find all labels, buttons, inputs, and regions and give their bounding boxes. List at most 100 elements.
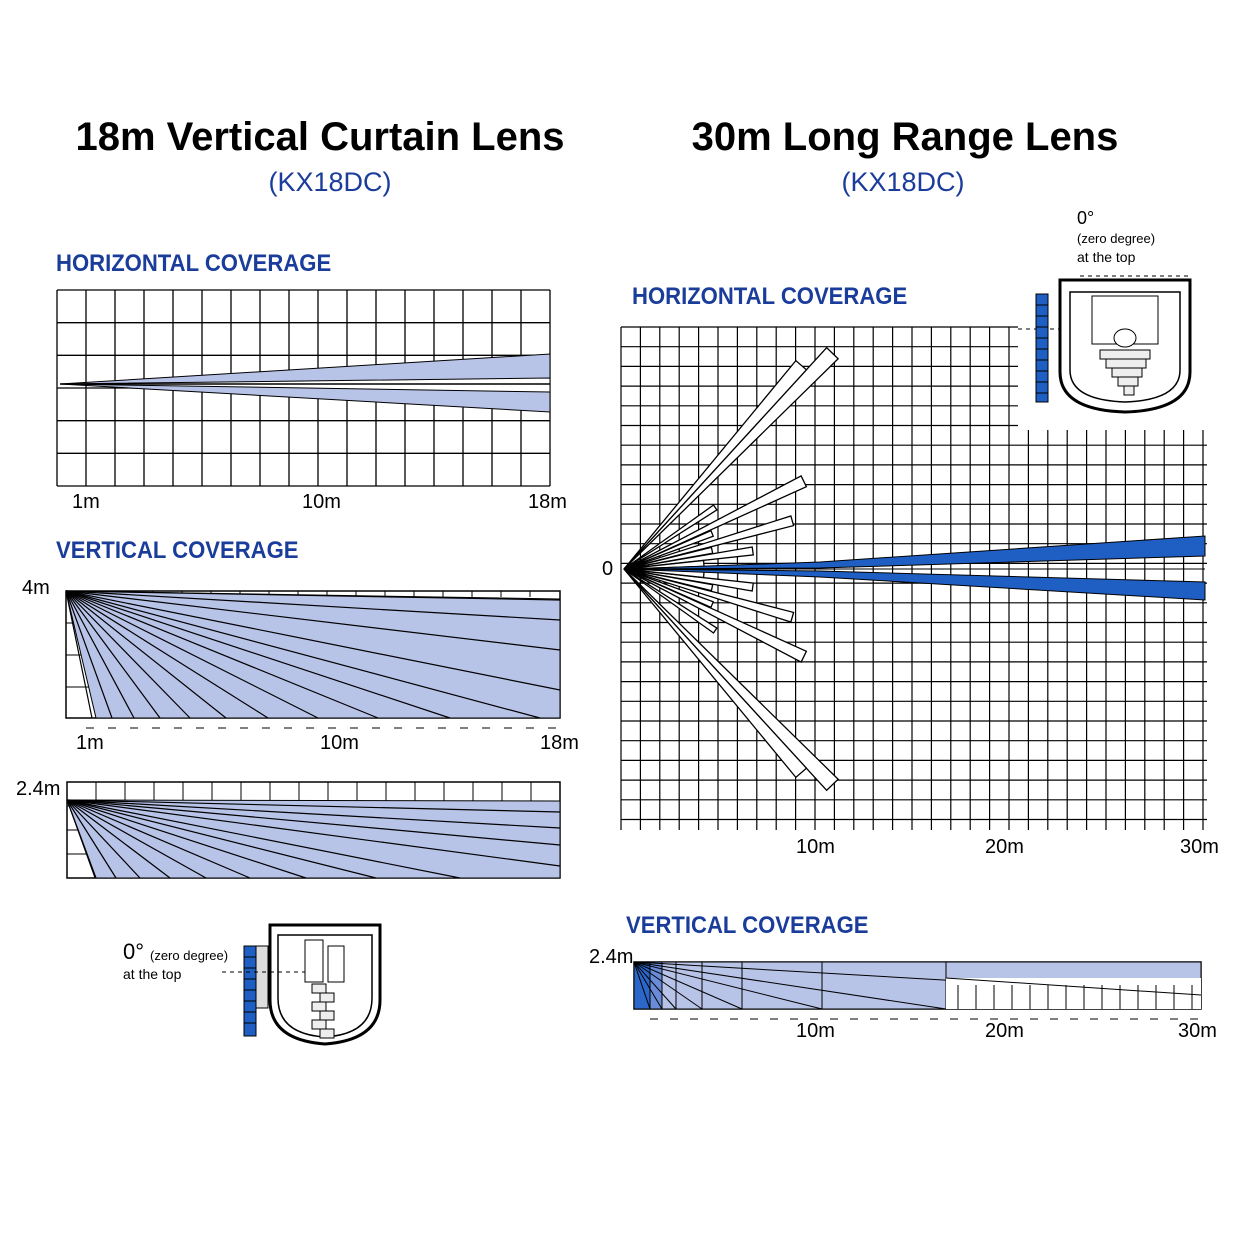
left-v4-ray <box>65 590 191 719</box>
left-title: 18m Vertical Curtain Lens <box>75 115 565 159</box>
left-h-tick-18: 18m <box>528 491 567 513</box>
left-vertical-heading: VERTICAL COVERAGE <box>56 537 299 564</box>
right-h-short-beam-lower <box>623 568 714 592</box>
right-title: 30m Long Range Lens <box>691 115 1119 159</box>
left-v4-ray <box>65 590 113 719</box>
left-mount-angle: 0° <box>123 939 145 964</box>
left-v4-zone <box>65 590 561 719</box>
right-v-far-ray <box>945 977 1202 996</box>
left-v24-ray <box>66 799 97 879</box>
left-v24-zone <box>66 799 561 879</box>
left-v4-ray <box>65 590 561 651</box>
left-v4-ray <box>65 590 227 719</box>
right-h-short-beam-upper <box>623 504 718 570</box>
left-v4-ray <box>65 590 319 719</box>
left-mount-facet <box>319 992 335 1003</box>
right-model: (KX18DC) <box>841 167 965 197</box>
left-v4-ray <box>65 590 561 691</box>
left-v-height-24m: 2.4m <box>16 778 61 800</box>
left-model: (KX18DC) <box>268 167 392 197</box>
left-v4-ray <box>65 590 561 601</box>
left-mount-facet <box>311 1019 327 1030</box>
right-horizontal-heading: HORIZONTAL COVERAGE <box>632 283 908 310</box>
left-v24-ray <box>66 799 561 867</box>
left-v24-ray <box>66 799 251 879</box>
left-h-tick-10: 10m <box>302 491 341 513</box>
right-h-beam-lower <box>623 568 808 779</box>
left-v4-ray <box>65 590 379 719</box>
left-v4-ray <box>65 590 161 719</box>
left-mount-facet <box>311 983 327 994</box>
left-v24-ray <box>66 799 561 846</box>
right-v-ray <box>633 961 703 1010</box>
right-h-short-beam-lower <box>623 568 715 609</box>
right-h-tick-10: 10m <box>796 836 835 858</box>
right-mount-pir <box>1113 328 1137 348</box>
left-horizontal-heading: HORIZONTAL COVERAGE <box>56 250 332 277</box>
left-h-tick-1: 1m <box>72 491 100 513</box>
right-mount-angle: 0° <box>1077 208 1095 228</box>
left-v24-ray <box>66 799 207 879</box>
right-h-zero-label: 0 <box>602 558 614 580</box>
right-mount-strip <box>1035 293 1049 403</box>
left-mount-facet <box>311 1001 327 1012</box>
right-v-ray <box>633 961 743 1010</box>
right-h-long-zone-upper <box>623 535 1206 570</box>
right-v-tick-20: 20m <box>985 1020 1024 1042</box>
left-v4-ray <box>65 590 93 719</box>
left-mount-angle-note: (zero degree) <box>150 948 229 963</box>
left-v24-ray <box>66 799 461 879</box>
right-v-ray <box>633 961 663 1010</box>
right-v-zone-segment <box>741 961 823 1010</box>
left-v24-ray <box>66 799 561 829</box>
left-mount-position: at the top <box>123 966 182 982</box>
right-h-beam-lower <box>623 568 808 663</box>
right-h-beam-upper <box>623 359 808 570</box>
right-h-short-beam-lower <box>623 568 718 634</box>
right-v-ray <box>633 961 651 1010</box>
right-h-tick-30: 30m <box>1180 836 1219 858</box>
left-v24-ray <box>66 799 561 813</box>
right-mount-lens <box>1069 291 1181 403</box>
right-vertical-heading: VERTICAL COVERAGE <box>626 912 869 939</box>
right-h-short-beam-upper <box>623 529 715 570</box>
right-mount-facet <box>1117 376 1139 387</box>
left-v4-ray <box>65 590 269 719</box>
right-h-beam-upper <box>623 515 795 570</box>
left-v24-ray <box>66 799 117 879</box>
left-v4-ray <box>65 590 135 719</box>
left-v-tick-1: 1m <box>76 732 104 754</box>
right-mount-position: at the top <box>1077 249 1136 265</box>
left-mount-facet <box>319 1028 335 1039</box>
left-v4-ray <box>65 590 541 719</box>
left-mount-bracket <box>255 945 269 1009</box>
right-mount-facet <box>1099 349 1151 360</box>
right-v-zone-segment <box>821 961 947 1010</box>
left-v4-ray <box>65 590 561 621</box>
left-v24-ray <box>66 799 141 879</box>
left-mount-sensor-b <box>327 945 345 983</box>
left-h-zone-gap <box>59 377 551 393</box>
left-v-height-4m: 4m <box>22 577 50 599</box>
right-h-short-beam-upper <box>623 546 714 570</box>
right-v-height: 2.4m <box>589 946 634 968</box>
left-v24-ray <box>66 799 377 879</box>
right-h-long-zone-lower <box>623 568 1206 601</box>
left-v4-ray <box>65 590 451 719</box>
right-v-zone-segment <box>701 961 743 1010</box>
right-v-tick-10: 10m <box>796 1020 835 1042</box>
right-mount-facet <box>1123 385 1135 396</box>
right-v-tick-30: 30m <box>1178 1020 1217 1042</box>
right-mount-facet <box>1105 358 1147 369</box>
right-h-beam-upper <box>623 475 808 570</box>
right-h-tick-20: 20m <box>985 836 1024 858</box>
right-v-ray <box>633 961 823 1010</box>
left-v24-ray <box>66 799 307 879</box>
right-v-ray <box>633 961 947 1010</box>
left-v-tick-18: 18m <box>540 732 579 754</box>
right-h-beam-lower <box>623 568 795 623</box>
right-v-lower-gap <box>946 978 1201 1009</box>
left-v-tick-10: 10m <box>320 732 359 754</box>
left-mount-facet <box>319 1010 335 1021</box>
